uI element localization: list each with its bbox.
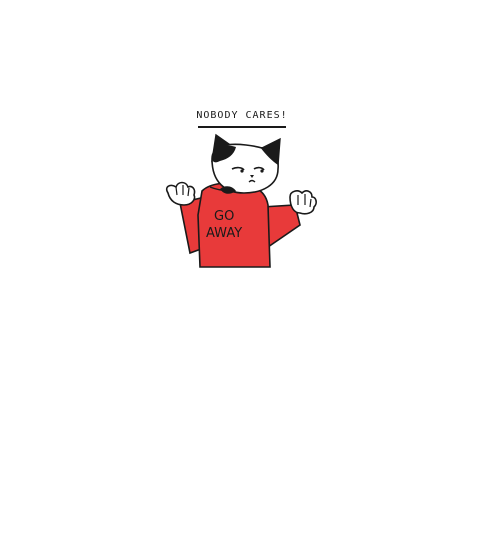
right-arm xyxy=(261,190,317,249)
cat-head xyxy=(211,133,281,194)
caption-text: NOBODY CARES! xyxy=(196,110,288,121)
jacket-text-line2: AWAY xyxy=(206,226,242,241)
jacket-text-line1: GO xyxy=(214,209,234,224)
caption-underline xyxy=(198,126,286,128)
jacket: GO AWAY xyxy=(197,182,271,268)
cat-illustration: GO AWAY xyxy=(165,133,317,268)
